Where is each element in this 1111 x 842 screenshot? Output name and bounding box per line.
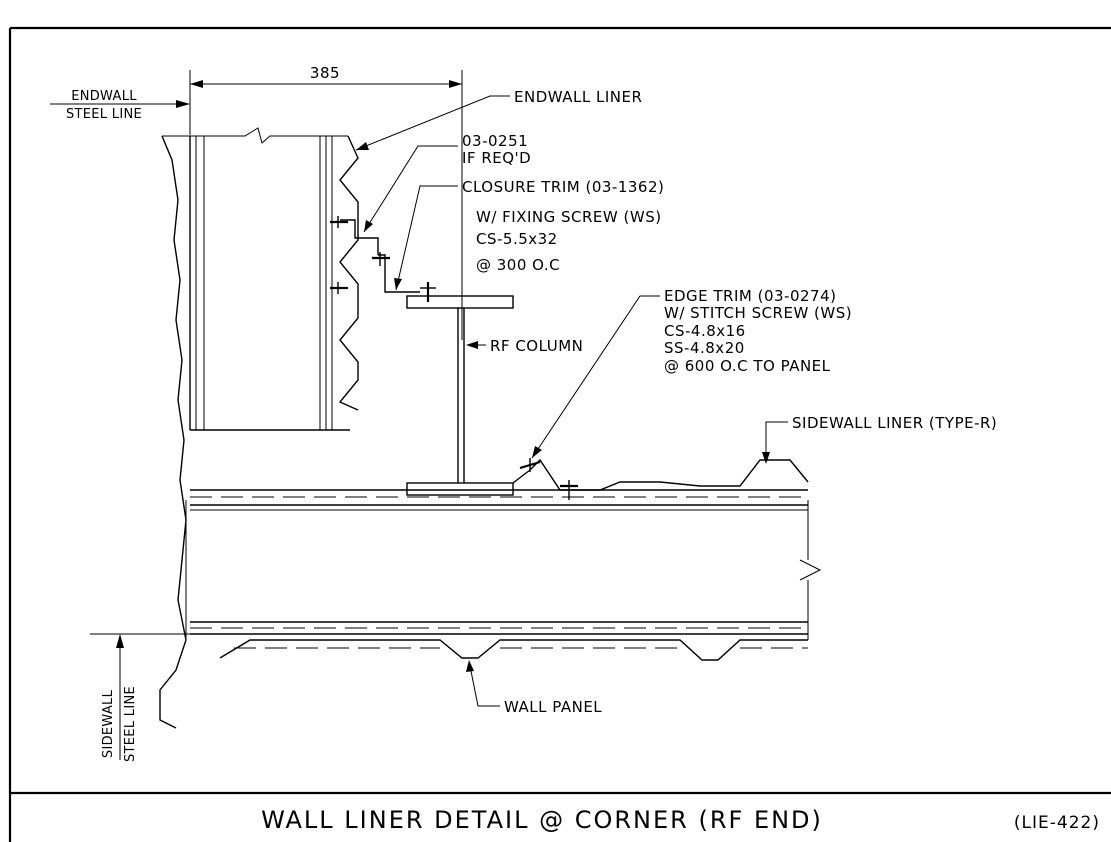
wall-panel xyxy=(190,500,822,661)
leader-lines xyxy=(355,95,788,707)
screw-icon xyxy=(560,480,578,500)
trim-0251-label-1: 03-0251 xyxy=(462,132,528,150)
closure-trim-label-4: @ 300 O.C xyxy=(476,256,560,274)
sidewall-liner-label: SIDEWALL LINER (TYPE-R) xyxy=(792,414,997,432)
sidewall-steel-line-label-2: STEEL LINE xyxy=(123,686,138,762)
closure-trim-label-3: CS-5.5x32 xyxy=(476,230,558,248)
endwall-steel-line: ENDWALL STEEL LINE xyxy=(50,89,190,122)
rf-column-label: RF COLUMN xyxy=(490,337,583,355)
rf-column xyxy=(406,282,514,496)
dimension-value: 385 xyxy=(310,64,340,82)
edge-trim-label-5: @ 600 O.C TO PANEL xyxy=(664,357,831,375)
screw-icon xyxy=(372,252,390,266)
sidewall-steel-line: SIDEWALL STEEL LINE xyxy=(90,633,190,762)
screw-icon xyxy=(330,216,348,228)
title-block: WALL LINER DETAIL @ CORNER (RF END) (LIE… xyxy=(261,806,1100,834)
trim-0251 xyxy=(330,216,420,294)
callouts: ENDWALL LINER 03-0251 IF REQ'D CLOSURE T… xyxy=(462,88,997,716)
endwall-liner-label: ENDWALL LINER xyxy=(514,88,642,106)
sidewall-steel-line-label-1: SIDEWALL xyxy=(101,689,116,758)
sidewall-liner xyxy=(190,458,809,511)
endwall-liner-panel xyxy=(162,127,359,431)
drawing-title: WALL LINER DETAIL @ CORNER (RF END) xyxy=(261,806,823,834)
edge-trim-label-2: W/ STITCH SCREW (WS) xyxy=(664,304,852,322)
dimension-385: 385 xyxy=(189,64,463,340)
trim-0251-label-2: IF REQ'D xyxy=(462,149,531,167)
edge-trim-label-4: SS-4.8x20 xyxy=(664,339,745,357)
closure-trim-label-2: W/ FIXING SCREW (WS) xyxy=(476,208,662,226)
edge-trim-label-3: CS-4.8x16 xyxy=(664,322,746,340)
screw-icon xyxy=(420,282,436,302)
screw-icon xyxy=(330,282,348,294)
closure-trim-label-1: CLOSURE TRIM (03-1362) xyxy=(462,178,664,196)
edge-trim-label-1: EDGE TRIM (03-0274) xyxy=(664,287,837,305)
sheet-border xyxy=(8,26,1111,842)
drawing-reference: (LIE-422) xyxy=(1014,813,1100,833)
endwall-steel-line-label-2: STEEL LINE xyxy=(66,107,142,122)
endwall-steel-line-label-1: ENDWALL xyxy=(71,89,137,104)
screw-icon xyxy=(519,458,541,472)
endwall-outer-edge xyxy=(159,135,187,729)
wall-panel-label: WALL PANEL xyxy=(504,698,602,716)
